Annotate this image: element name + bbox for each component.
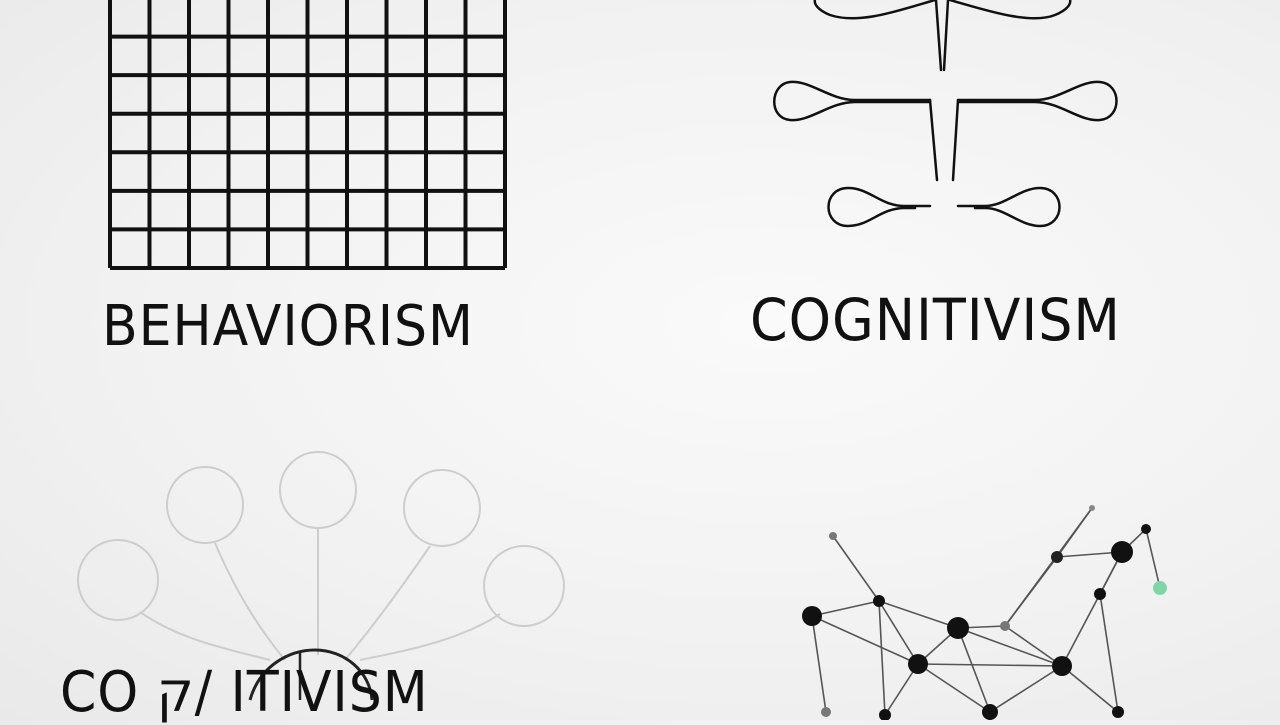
network-edge — [1061, 665, 1119, 713]
radiating-circles-icon — [77, 451, 565, 701]
cognitivism-label: COGNITIVISM — [750, 286, 1121, 354]
network-edge — [811, 615, 919, 665]
network-node — [821, 707, 831, 717]
network-node — [1111, 541, 1133, 563]
network-edge — [878, 600, 919, 665]
network-edge — [1099, 593, 1119, 713]
behaviorism-label: BEHAVIORISM — [102, 294, 474, 359]
network-node — [1051, 551, 1063, 563]
network-node — [947, 617, 969, 639]
network-edge — [811, 600, 880, 617]
node-network-icon — [802, 505, 1167, 720]
network-node — [802, 606, 822, 626]
branching-loops-icon — [773, 0, 1118, 228]
network-edge — [884, 663, 919, 716]
network-edge — [878, 600, 959, 629]
network-node — [1112, 706, 1124, 718]
network-node — [829, 532, 837, 540]
network-edge — [957, 627, 1063, 667]
network-edge — [811, 615, 827, 713]
network-node — [908, 654, 928, 674]
network-edge — [989, 665, 1063, 713]
network-node — [1000, 621, 1010, 631]
network-node — [1052, 656, 1072, 676]
network-node — [879, 709, 891, 720]
network-edge — [1004, 625, 1063, 667]
network-node — [1153, 581, 1167, 595]
constructivism-label: CO ק/ ITIVISM — [60, 660, 429, 725]
network-edge — [1004, 507, 1093, 627]
grid-icon — [108, 0, 507, 270]
network-edge — [1061, 593, 1101, 667]
network-node — [1141, 524, 1151, 534]
network-edge — [957, 627, 991, 713]
network-node — [1089, 505, 1095, 511]
network-edge — [917, 663, 1063, 667]
network-edge — [832, 535, 880, 602]
network-edge — [1145, 528, 1161, 589]
network-node — [873, 595, 885, 607]
network-node — [1094, 588, 1106, 600]
network-edge — [917, 663, 991, 713]
network-edge — [878, 600, 886, 716]
network-node — [982, 704, 998, 720]
